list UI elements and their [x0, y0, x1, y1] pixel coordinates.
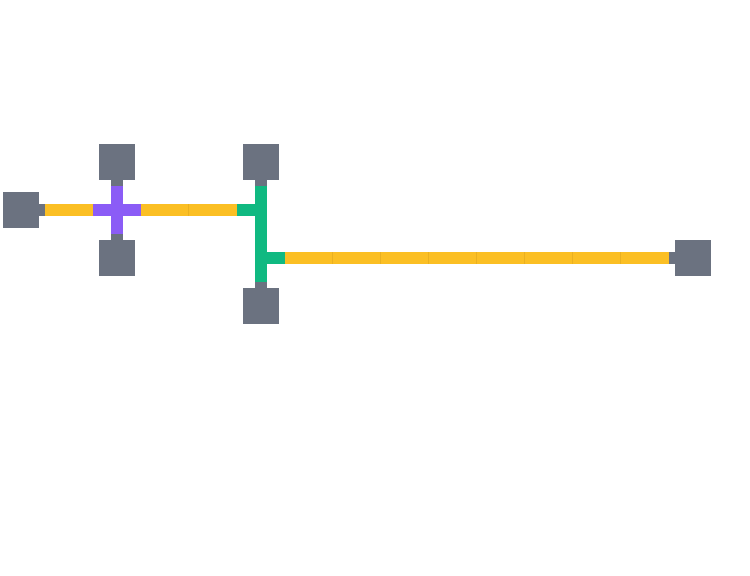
wire-segment — [621, 252, 669, 264]
tee-junction-output — [267, 252, 285, 264]
node-cross-bottom-stub — [111, 234, 123, 240]
wire-segment — [381, 252, 429, 264]
node-cross-bottom[interactable] — [99, 240, 135, 276]
node-left-stub — [39, 204, 45, 216]
wire-left-to-cross — [45, 204, 93, 216]
wire-segment — [477, 252, 525, 264]
node-tee-top-stub — [255, 180, 267, 186]
node-tee-bottom[interactable] — [243, 288, 279, 324]
wire-segment — [189, 204, 237, 216]
node-tee-bottom-stub — [255, 282, 267, 288]
wire-segment — [573, 252, 621, 264]
node-tee-top[interactable] — [243, 144, 279, 180]
cross-junction-vertical — [111, 186, 123, 234]
wire-segment — [285, 252, 333, 264]
node-cross-top-stub — [111, 180, 123, 186]
wire-segment — [141, 204, 189, 216]
node-left[interactable] — [3, 192, 39, 228]
wire-segment — [429, 252, 477, 264]
node-right-stub — [669, 252, 675, 264]
tee-junction-vertical — [255, 186, 267, 282]
wire-segment — [525, 252, 573, 264]
node-right[interactable] — [675, 240, 711, 276]
node-cross-top[interactable] — [99, 144, 135, 180]
wire-segment — [333, 252, 381, 264]
